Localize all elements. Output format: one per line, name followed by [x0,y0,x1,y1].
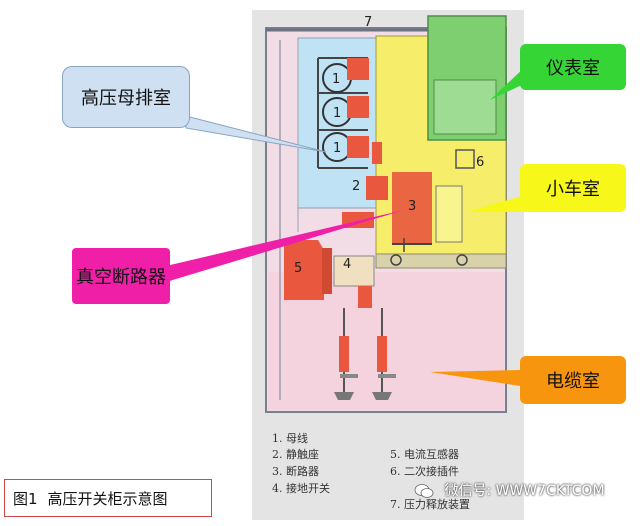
cable-room-callout: 电缆室 [520,356,626,404]
grounding-switch [333,255,375,287]
watermark-text: 微信号: WWW7CKTCOM [444,483,605,499]
cable-terminal-left [339,336,349,372]
legend-item: 5. 电流互感器 [390,448,459,461]
cable-clamp-right [378,374,396,378]
instrument-callout-pointer [490,68,524,100]
busbar-3 [347,136,369,158]
part-number: 4 [343,257,351,272]
static-contact-upper [366,176,388,200]
legend-item: 6. 二次接插件 [390,465,459,478]
instrument-panel [433,79,497,135]
breaker-callout-pointer [166,210,404,282]
legend-item: 4. 接地开关 [272,482,330,495]
cable-gland-right [372,392,392,400]
cable-clamp-left [340,374,358,378]
current-transformer-body [322,248,332,294]
part-number: 5 [294,261,302,276]
part-number: 1 [333,141,341,156]
trolley-wheel-2 [456,254,468,266]
legend-item: 7. 压力释放装置 [390,498,470,511]
cable-terminal-right [377,336,387,372]
busbar-2 [347,96,369,118]
part-number: 7 [364,15,372,30]
figure-title: 高压开关柜示意图 [47,489,168,508]
part-number: 3 [408,199,416,214]
current-transformer [284,240,324,300]
legend-item: 3. 断路器 [272,465,319,478]
grounding-contact [358,286,372,308]
part-number: 1 [332,72,340,87]
breaker-mechanism [435,185,463,243]
part-number: 1 [333,106,341,121]
part-number: 6 [476,155,484,170]
part-number: 2 [352,179,360,194]
busbar-room-callout: 高压母排室 [62,66,190,128]
cable-gland-left [334,392,354,400]
busbar-tap [372,142,382,164]
legend-item: 2. 静触座 [272,448,319,461]
wechat-icon [414,484,434,498]
watermark: 微信号: WWW7CKTCOM [414,480,605,500]
busbar-1 [347,58,369,80]
trolley-room-callout: 小车室 [520,164,626,212]
vacuum-breaker-callout: 真空断路器 [72,248,170,304]
trolley-floor [375,253,507,269]
figure-caption: 图1 高压开关柜示意图 [4,479,212,517]
trolley-wheel-1 [390,254,402,266]
instrument-room-callout: 仪表室 [520,44,626,90]
secondary-plug [455,149,475,169]
trolley-callout-pointer [466,196,522,212]
circuit-breaker [392,172,432,244]
busbar-bracket [317,57,368,169]
figure-number: 图1 [13,489,38,508]
legend-item: 1. 母线 [272,432,308,445]
cable-callout-pointer [430,370,520,386]
